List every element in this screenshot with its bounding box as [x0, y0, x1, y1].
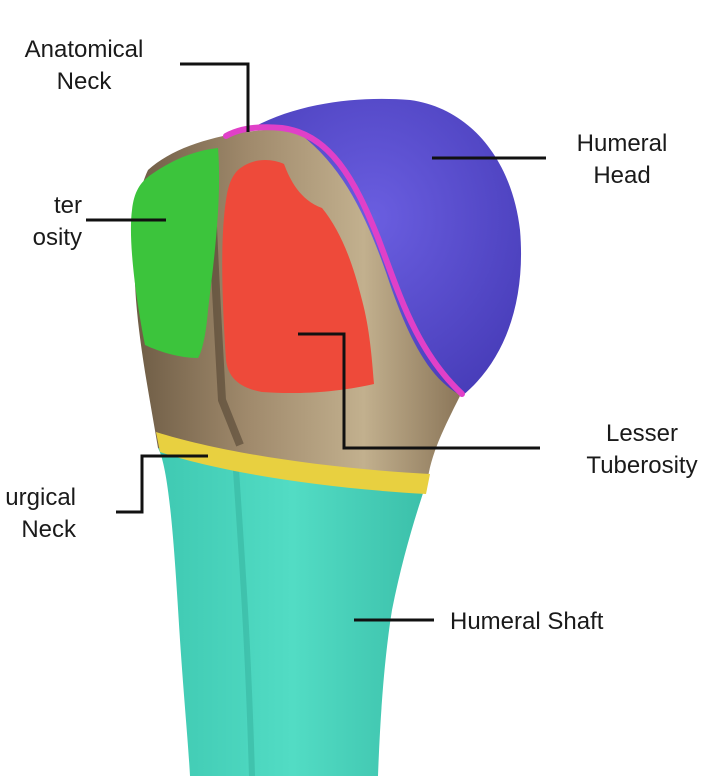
label-anatomical-neck: Anatomical Neck — [14, 34, 154, 98]
label-humeral-head-line1: Humeral — [576, 130, 668, 157]
label-surgical-neck-line2: Neck — [21, 516, 76, 543]
anatomical-neck-line — [223, 124, 465, 397]
label-humeral-shaft-line1: Humeral Shaft — [450, 608, 604, 635]
label-humeral-head-line2: Head — [593, 162, 651, 189]
label-lesser-tuberosity: Lesser Tuberosity — [572, 418, 712, 482]
leader-anatomical-neck — [180, 62, 250, 132]
label-greater-tuberosity-line1: ter — [53, 192, 82, 219]
leader-lines — [86, 62, 546, 622]
surgical-neck-band — [156, 432, 430, 494]
label-surgical-neck: urgical Neck — [0, 482, 76, 546]
label-greater-tuberosity-line2: osity — [32, 224, 82, 251]
label-lesser-tuberosity-line1: Lesser — [605, 420, 679, 447]
label-greater-tuberosity: ter osity — [0, 190, 82, 254]
label-surgical-neck-line1: urgical — [5, 484, 76, 511]
leader-surgical-neck — [116, 454, 208, 514]
greater-tuberosity-region — [130, 148, 220, 358]
label-anatomical-neck-line1: Anatomical — [24, 36, 144, 63]
humeral-shaft-region — [158, 448, 428, 776]
humeral-head-region — [252, 98, 522, 396]
shaft-ridge — [233, 469, 255, 776]
label-humeral-head: Humeral Head — [572, 128, 672, 192]
label-anatomical-neck-line2: Neck — [56, 68, 112, 95]
label-lesser-tuberosity-line2: Tuberosity — [586, 452, 698, 479]
leader-lesser-tuberosity — [298, 332, 540, 450]
label-humeral-shaft: Humeral Shaft — [450, 606, 650, 638]
